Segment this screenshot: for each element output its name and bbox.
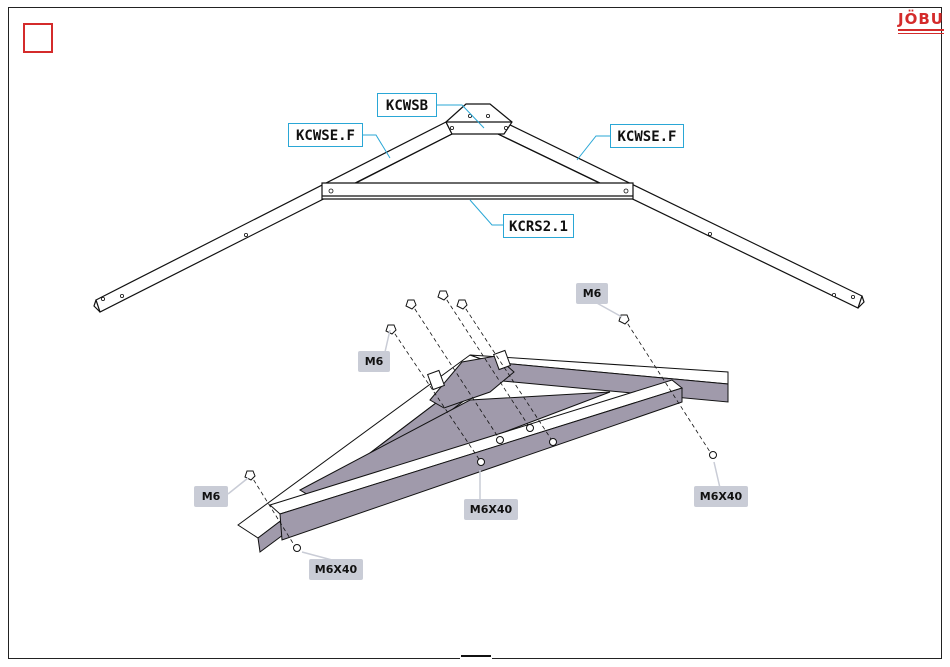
bolt-head <box>497 437 504 444</box>
hardware-label-bolt-right: M6X40 <box>694 486 748 507</box>
frame-bottom-tick <box>461 655 491 660</box>
left-rafter <box>96 122 452 312</box>
top-truss-outline <box>94 104 864 312</box>
nut <box>457 300 467 309</box>
part-label-rafter-right: KCWSE.F <box>610 124 684 148</box>
bolt-head <box>550 439 557 446</box>
ridge-plate <box>446 104 512 134</box>
tie-bar <box>322 183 633 199</box>
hardware-label-nut-top-left: M6 <box>358 351 390 372</box>
hardware-label-bolt-left: M6X40 <box>309 559 363 580</box>
detail-assembly <box>238 350 728 552</box>
nut <box>386 325 396 334</box>
nut <box>438 291 448 300</box>
part-label-tie: KCRS2.1 <box>503 214 574 238</box>
hardware-label-nut-top-right: M6 <box>576 283 608 304</box>
top-truss-holes <box>101 114 854 300</box>
hardware-label-nut-left: M6 <box>194 486 228 507</box>
part-label-ridge: KCWSB <box>377 93 437 117</box>
part-label-rafter-left: KCWSE.F <box>288 123 363 147</box>
hardware-label-bolt-center: M6X40 <box>464 499 518 520</box>
bolt-head <box>478 459 485 466</box>
bolt-head <box>710 452 717 459</box>
bolt-head <box>294 545 301 552</box>
bolt-head <box>527 425 534 432</box>
nut <box>406 300 416 309</box>
